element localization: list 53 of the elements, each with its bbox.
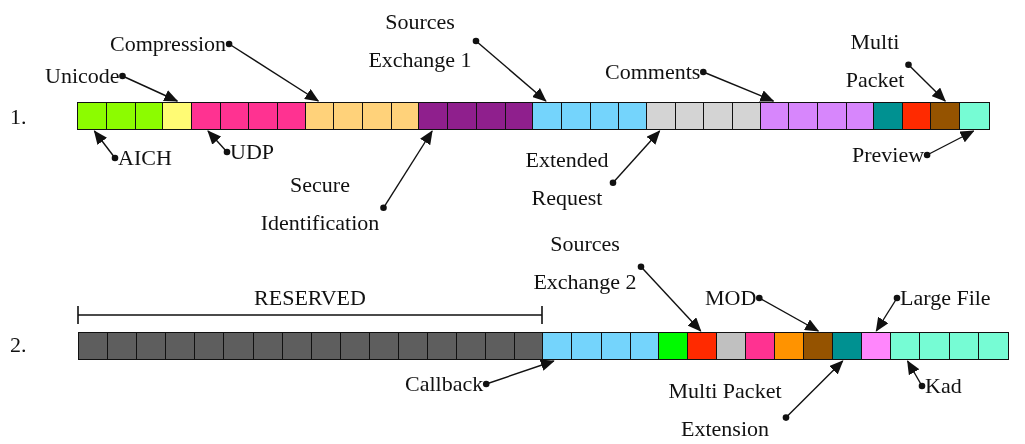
leader-line: [875, 294, 901, 332]
bit-field: [304, 102, 420, 130]
leader-line: [756, 294, 820, 332]
field-label: MOD: [705, 279, 757, 317]
field-label: Multi Packet Extension: [667, 372, 783, 444]
leader-line: [782, 360, 844, 421]
leader-line: [225, 40, 320, 102]
leader-line: [380, 130, 433, 212]
field-label: Multi Packet: [844, 23, 906, 99]
leader-line: [700, 68, 775, 102]
leader-line: [472, 37, 547, 102]
field-label: Extended Request: [524, 141, 610, 217]
bit-field: [77, 102, 164, 130]
leader-line: [637, 263, 702, 332]
field-label: Large File: [900, 279, 991, 317]
leader-line: [609, 130, 661, 187]
field-label: Preview: [852, 136, 925, 174]
bit-field: [890, 332, 1008, 360]
bit-field: [774, 332, 805, 360]
bit-field: [759, 102, 875, 130]
field-label: Sources Exchange 1: [367, 3, 473, 79]
leader-line: [923, 130, 975, 159]
bit-field: [958, 102, 989, 130]
row-number: 2.: [10, 331, 27, 359]
bit-field: [645, 102, 762, 130]
bit-field: [532, 102, 648, 130]
field-label: Kad: [925, 367, 962, 405]
bit-field: [190, 102, 306, 130]
leader-line: [482, 359, 555, 388]
bit-field: [930, 102, 961, 130]
bit-field: [78, 332, 544, 360]
leader-line: [93, 130, 119, 162]
field-label: Comments: [605, 53, 701, 91]
field-label: Sources Exchange 2: [532, 225, 638, 301]
row-number: 1.: [10, 103, 27, 131]
bit-field: [658, 332, 689, 360]
leader-line: [905, 61, 946, 102]
leader-line: [906, 360, 926, 390]
section-label: RESERVED: [253, 284, 367, 312]
bit-field: [745, 332, 776, 360]
bit-field: [873, 102, 904, 130]
field-label: Callback: [405, 365, 484, 403]
bit-field: [687, 332, 718, 360]
bit-field: [542, 332, 660, 360]
bit-field: [832, 332, 863, 360]
leader-line: [207, 130, 231, 156]
bit-field: [716, 332, 747, 360]
bit-field: [418, 102, 534, 130]
bit-field: [803, 332, 834, 360]
bit-field: [861, 332, 892, 360]
field-label: AICH: [118, 139, 172, 177]
bit-field: [162, 102, 193, 130]
leader-line: [119, 72, 179, 102]
